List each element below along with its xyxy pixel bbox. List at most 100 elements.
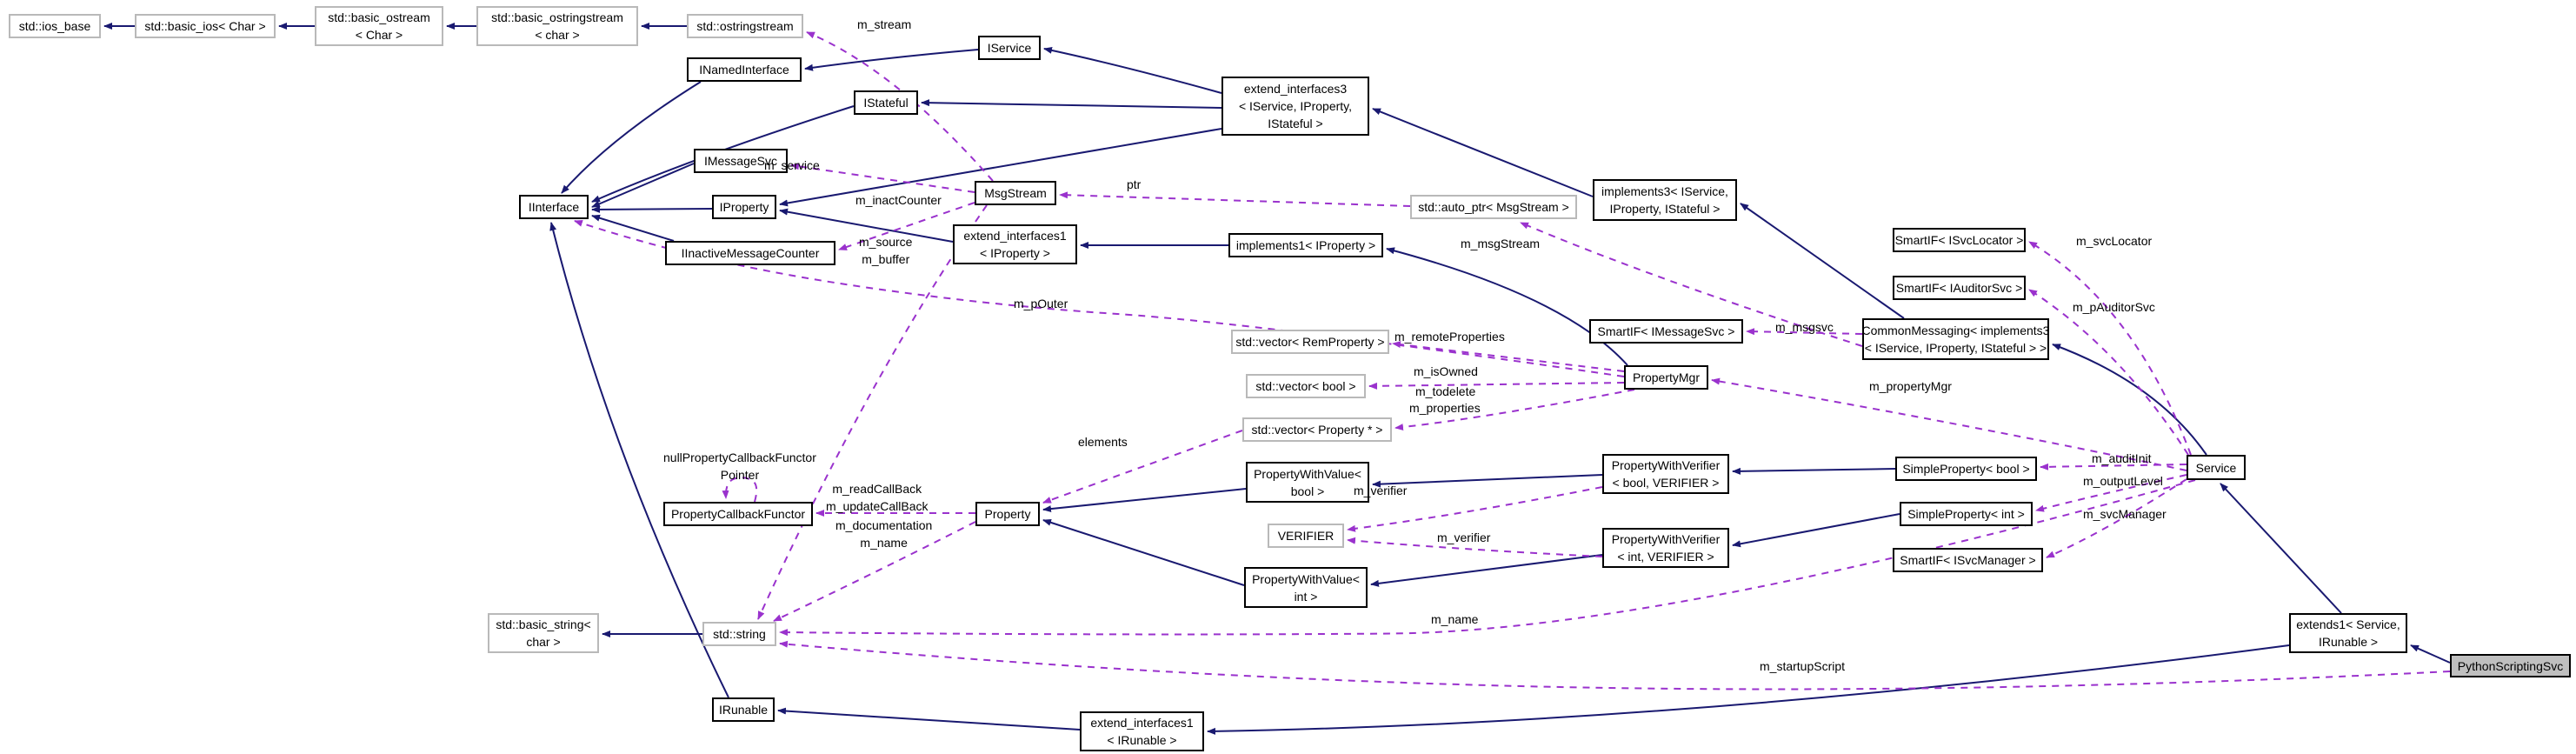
node-std-ios-base[interactable]: std::ios_base [9,14,101,38]
node-extends1-service-irunable[interactable]: extends1< Service,IRunable > [2289,613,2407,653]
node-imessagesvc[interactable]: IMessageSvc [694,149,788,173]
node-label: std::basic_ostringstream [491,10,623,24]
node-label: IProperty [719,200,769,214]
node-service[interactable]: Service [2187,455,2246,480]
edge-service-to-std-string [779,479,2196,637]
node-pythonscriptingsvc[interactable]: PythonScriptingSvc [2450,654,2571,677]
node-irunable[interactable]: IRunable [712,697,775,722]
node-implements1-iproperty[interactable]: implements1< IProperty > [1228,233,1383,257]
edge-service-to-propertymgr [1711,377,2187,471]
edge-extend-interfaces3-to-istateful [921,99,1222,109]
node-iinterface[interactable]: IInterface [519,195,589,219]
node-iinactivemessagecounter[interactable]: IInactiveMessageCounter [665,241,835,265]
edge-iservice-to-inamedinterface [804,49,979,71]
node-std-basic-ios[interactable]: std::basic_ios< Char > [135,14,276,38]
node-label: extends1< Service, [2296,617,2400,631]
edge-msgstream-to-imessagesvc [790,163,975,193]
node-label: SmartIF< ISvcManager > [1900,553,2036,567]
edge-label: m_pOuter [1014,295,1068,312]
edge-label-line: m_source [859,235,913,249]
node-property[interactable]: Property [975,502,1040,526]
edge-extend-interfaces3-to-iproperty [779,128,1222,207]
edge-propertywithverifier-bool-to-verifier [1347,486,1603,532]
edge-label-line: m_verifier [1437,530,1491,544]
edge-label-line: m_propertyMgr [1869,379,1952,393]
node-label: char > [526,635,561,649]
node-smartif-iauditorsvc[interactable]: SmartIF< IAuditorSvc > [1893,276,2026,300]
edge-label-line: m_service [764,158,820,172]
node-std-basic-ostringstream[interactable]: std::basic_ostringstream< char > [476,6,638,46]
edge-service-to-smartif-iauditorsvc [2028,289,2189,456]
node-label: IStateful [863,96,909,110]
node-iproperty[interactable]: IProperty [712,195,776,219]
edge-extends1-service-irunable-to-extend-interfaces1-irunable [1207,644,2290,735]
edge-label-line: elements [1078,435,1128,449]
node-propertywithvalue-int[interactable]: PropertyWithValue< int > [1244,567,1368,608]
node-label: SimpleProperty< bool > [1902,462,2030,476]
edge-label-line: m_documentation [835,518,933,532]
node-std-basic-ostream[interactable]: std::basic_ostream< Char > [315,6,443,46]
node-std-vector-bool[interactable]: std::vector< bool > [1246,374,1366,398]
node-label: IProperty, IStateful > [1609,202,1721,216]
edge-commonmessaging-to-std-auto-ptr-msgstream [1520,222,1863,347]
edge-property-to-std-string [773,521,976,622]
node-propertywithverifier-int[interactable]: PropertyWithVerifier< int, VERIFIER > [1602,528,1729,568]
edge-label-line: Pointer [720,468,760,482]
edge-propertywithverifier-int-to-verifier [1347,537,1603,557]
edge-propertywithverifier-int-to-propertywithvalue-int [1370,554,1603,587]
node-std-string[interactable]: std::string [702,622,776,646]
node-label: extend_interfaces3 [1243,82,1348,96]
edge-label-line: m_pOuter [1014,297,1068,310]
node-smartif-isvcmanager[interactable]: SmartIF< ISvcManager > [1893,548,2043,572]
node-extend-interfaces1-irunable[interactable]: extend_interfaces1< IRunable > [1080,711,1204,751]
edge-irunable-to-iinterface [549,222,729,698]
node-propertywithverifier-bool[interactable]: PropertyWithVerifier< bool, VERIFIER > [1602,454,1729,494]
node-label: PythonScriptingSvc [2457,658,2564,673]
node-simpleproperty-bool[interactable]: SimpleProperty< bool > [1895,457,2037,481]
edge-label: m_auditInit [2092,450,2151,467]
node-label: bool > [1290,484,1325,498]
node-label: PropertyWithValue< [1252,571,1360,586]
node-std-auto-ptr-msgstream[interactable]: std::auto_ptr< MsgStream > [1410,195,1577,219]
node-implements3[interactable]: implements3< IService,IProperty, IStatef… [1593,179,1737,221]
node-propertycallbackfunctor[interactable]: PropertyCallbackFunctor [663,502,813,526]
node-propertymgr[interactable]: PropertyMgr [1624,365,1708,390]
edge-pythonscriptingsvc-to-std-string [779,640,2451,691]
node-extend-interfaces1-iproperty[interactable]: extend_interfaces1< IProperty > [953,224,1077,264]
edge-label: m_name [1431,611,1478,628]
edge-label-line: m_name [1431,612,1479,626]
node-extend-interfaces3[interactable]: extend_interfaces3< IService, IProperty,… [1221,77,1369,136]
edge-std-auto-ptr-msgstream-to-msgstream [1059,191,1411,207]
node-label: VERIFIER [1277,529,1335,543]
node-label: int > [1294,589,1318,604]
edge-label-line: m_isOwned [1414,364,1478,378]
node-label: Service [2195,460,2237,475]
edge-propertywithverifier-bool-to-propertywithvalue-bool [1372,474,1603,488]
edge-service-to-smartif-isvcmanager [2046,478,2187,558]
edge-extend-interfaces3-to-iservice [1043,46,1222,94]
node-std-vector-property-ptr[interactable]: std::vector< Property * > [1242,417,1392,442]
node-label: < bool, VERIFIER > [1612,476,1720,490]
edge-service-to-commonmessaging [2052,344,2207,456]
edge-label-line: m_msgsvc [1775,320,1834,334]
edge-label: m_svcLocator [2076,232,2152,250]
node-commonmessaging[interactable]: CommonMessaging< implements3< IService, … [1862,318,2049,360]
node-smartif-isvclocator[interactable]: SmartIF< ISvcLocator > [1893,228,2026,252]
edge-propertymgr-to-std-vector-bool [1368,382,1625,390]
node-std-basic-string[interactable]: std::basic_string<char > [488,613,599,653]
node-iservice[interactable]: IService [978,36,1041,60]
node-verifier[interactable]: VERIFIER [1268,524,1344,548]
node-propertywithvalue-bool[interactable]: PropertyWithValue<bool > [1246,462,1369,503]
node-smartif-imessagesvc[interactable]: SmartIF< IMessageSvc > [1589,319,1743,344]
edge-extends1-service-irunable-to-service [2220,483,2342,614]
node-msgstream[interactable]: MsgStream [975,181,1056,205]
node-simpleproperty-int[interactable]: SimpleProperty< int > [1900,502,2033,526]
edge-commonmessaging-to-smartif-imessagesvc [1746,328,1863,336]
node-istateful[interactable]: IStateful [854,90,918,115]
node-label: std::basic_ios< Char > [144,19,266,33]
node-std-ostringstream[interactable]: std::ostringstream [687,14,803,38]
node-inamedinterface[interactable]: INamedInterface [687,57,802,82]
node-std-vector-remproperty[interactable]: std::vector< RemProperty > [1231,330,1389,354]
edge-label: m_isOwned [1414,363,1478,380]
